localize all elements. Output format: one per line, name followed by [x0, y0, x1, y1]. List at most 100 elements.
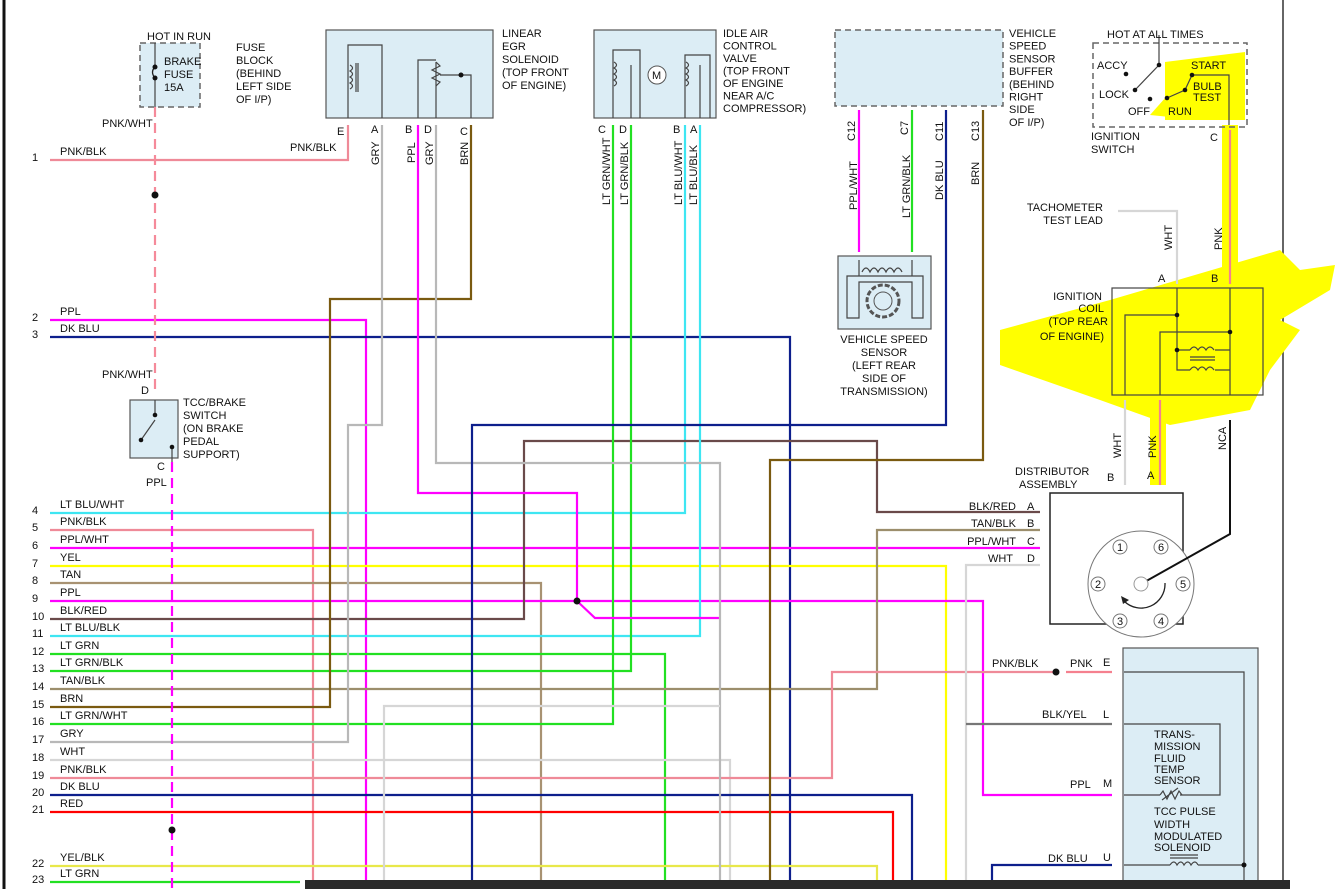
pin-label: A — [371, 124, 379, 136]
row-wire-label: YEL/BLK — [60, 852, 105, 864]
splice-dot — [168, 826, 176, 834]
wire-label: PPL — [406, 142, 418, 163]
wire-label: PPL — [1070, 779, 1091, 791]
wire-label: LT BLU/BLK — [688, 144, 700, 205]
splice-dot — [151, 191, 159, 199]
wire-gry — [434, 125, 722, 889]
row-wire-label: LT BLU/WHT — [60, 499, 125, 511]
yellow-highlight — [1000, 52, 1335, 485]
row-wire-label: LT BLU/BLK — [60, 622, 121, 634]
row-number: 21 — [32, 804, 44, 816]
cylinder-terminal — [1090, 576, 1106, 592]
wire-ppl — [416, 125, 579, 601]
wire-pnk-blk — [50, 528, 315, 889]
row-wire-label: LT GRN — [60, 640, 99, 652]
position-lock: LOCK — [1099, 89, 1130, 101]
wire-label: GRY — [370, 141, 382, 165]
wire-label: WHT — [1163, 225, 1175, 250]
pin-label: D — [619, 124, 627, 136]
wire-label: LT GRN/BLK — [619, 141, 631, 205]
row-wire-label: BRN — [60, 693, 83, 705]
row-number: 7 — [32, 558, 38, 570]
wire-label: PNK — [1070, 658, 1093, 670]
row-number: 5 — [32, 522, 38, 534]
wire-tan-blk — [50, 528, 1040, 691]
wire-label: PPL/WHT — [967, 536, 1016, 548]
pin-label: E — [1103, 657, 1110, 669]
brake-fuse-label: BRAKE — [164, 56, 201, 68]
pin-label: C11 — [934, 122, 946, 141]
wire-label: LT BLU/WHT — [673, 140, 685, 205]
wire-label: PNK — [1147, 435, 1159, 458]
wire-red — [50, 810, 895, 889]
position-run: RUN — [1168, 106, 1192, 118]
wire-label: PNK — [1213, 227, 1225, 250]
row-wire-label: YEL — [60, 552, 81, 564]
pin-label: U — [1103, 852, 1111, 864]
row-wire-label: LT GRN/WHT — [60, 710, 128, 722]
wire-label: DK BLU — [1048, 853, 1088, 865]
row-number: 8 — [32, 575, 38, 587]
pin-label: C — [157, 461, 165, 473]
cylinder-terminal — [1153, 539, 1169, 555]
wire-label: PPL/WHT — [848, 161, 860, 210]
brake-fuse-label: FUSE — [164, 69, 193, 81]
pin-label: D — [141, 385, 149, 397]
pin-label: C — [460, 126, 468, 138]
wire-label: BLK/YEL — [1042, 709, 1087, 721]
wire-wht — [382, 704, 720, 889]
pin-label: E — [337, 126, 344, 138]
row-wire-label: BLK/RED — [60, 605, 107, 617]
row-number: 3 — [32, 329, 38, 341]
hot-in-run-label: HOT IN RUN — [147, 31, 211, 43]
row-number: 15 — [32, 699, 44, 711]
row-wire-label: TAN — [60, 569, 81, 581]
pin-label: D — [424, 124, 432, 136]
wire-label: PPL — [146, 477, 167, 489]
pin-label: B — [1107, 472, 1114, 484]
row-number: 22 — [32, 858, 44, 870]
row-number: 9 — [32, 593, 38, 605]
pin-label: B — [1211, 273, 1218, 285]
wire-lt-grn-wht — [50, 125, 615, 726]
wire-tan — [50, 581, 543, 889]
wire-label: DK BLU — [934, 160, 946, 200]
row-wire-label: PPL — [60, 306, 81, 318]
row-wire-label: PNK/BLK — [60, 516, 107, 528]
wire-wht — [50, 758, 732, 889]
wire-label: PNK/BLK — [290, 142, 337, 154]
row-number: 6 — [32, 540, 38, 552]
wire-lt-blu-blk — [50, 125, 702, 638]
pin-label: C7 — [899, 121, 911, 135]
pin-label: D — [1027, 553, 1035, 565]
wire-pnk-blk — [50, 125, 350, 162]
wire-dk-blu — [470, 110, 948, 889]
wire-label: PNK/WHT — [102, 118, 153, 130]
wire-label: BLK/RED — [969, 501, 1016, 513]
fuse-rating: 15A — [164, 82, 184, 94]
pin-label: A — [1147, 470, 1155, 482]
row-wire-label: GRY — [60, 728, 84, 740]
position-bulb-test: TEST — [1193, 92, 1221, 104]
pin-label: C12 — [846, 121, 858, 141]
pin-label: B — [673, 124, 680, 136]
wire-brn — [50, 125, 473, 709]
row-number: 23 — [32, 874, 44, 886]
row-number: 4 — [32, 505, 38, 517]
wire-label: BRN — [970, 162, 982, 185]
row-wire-label: LT GRN — [60, 868, 99, 880]
